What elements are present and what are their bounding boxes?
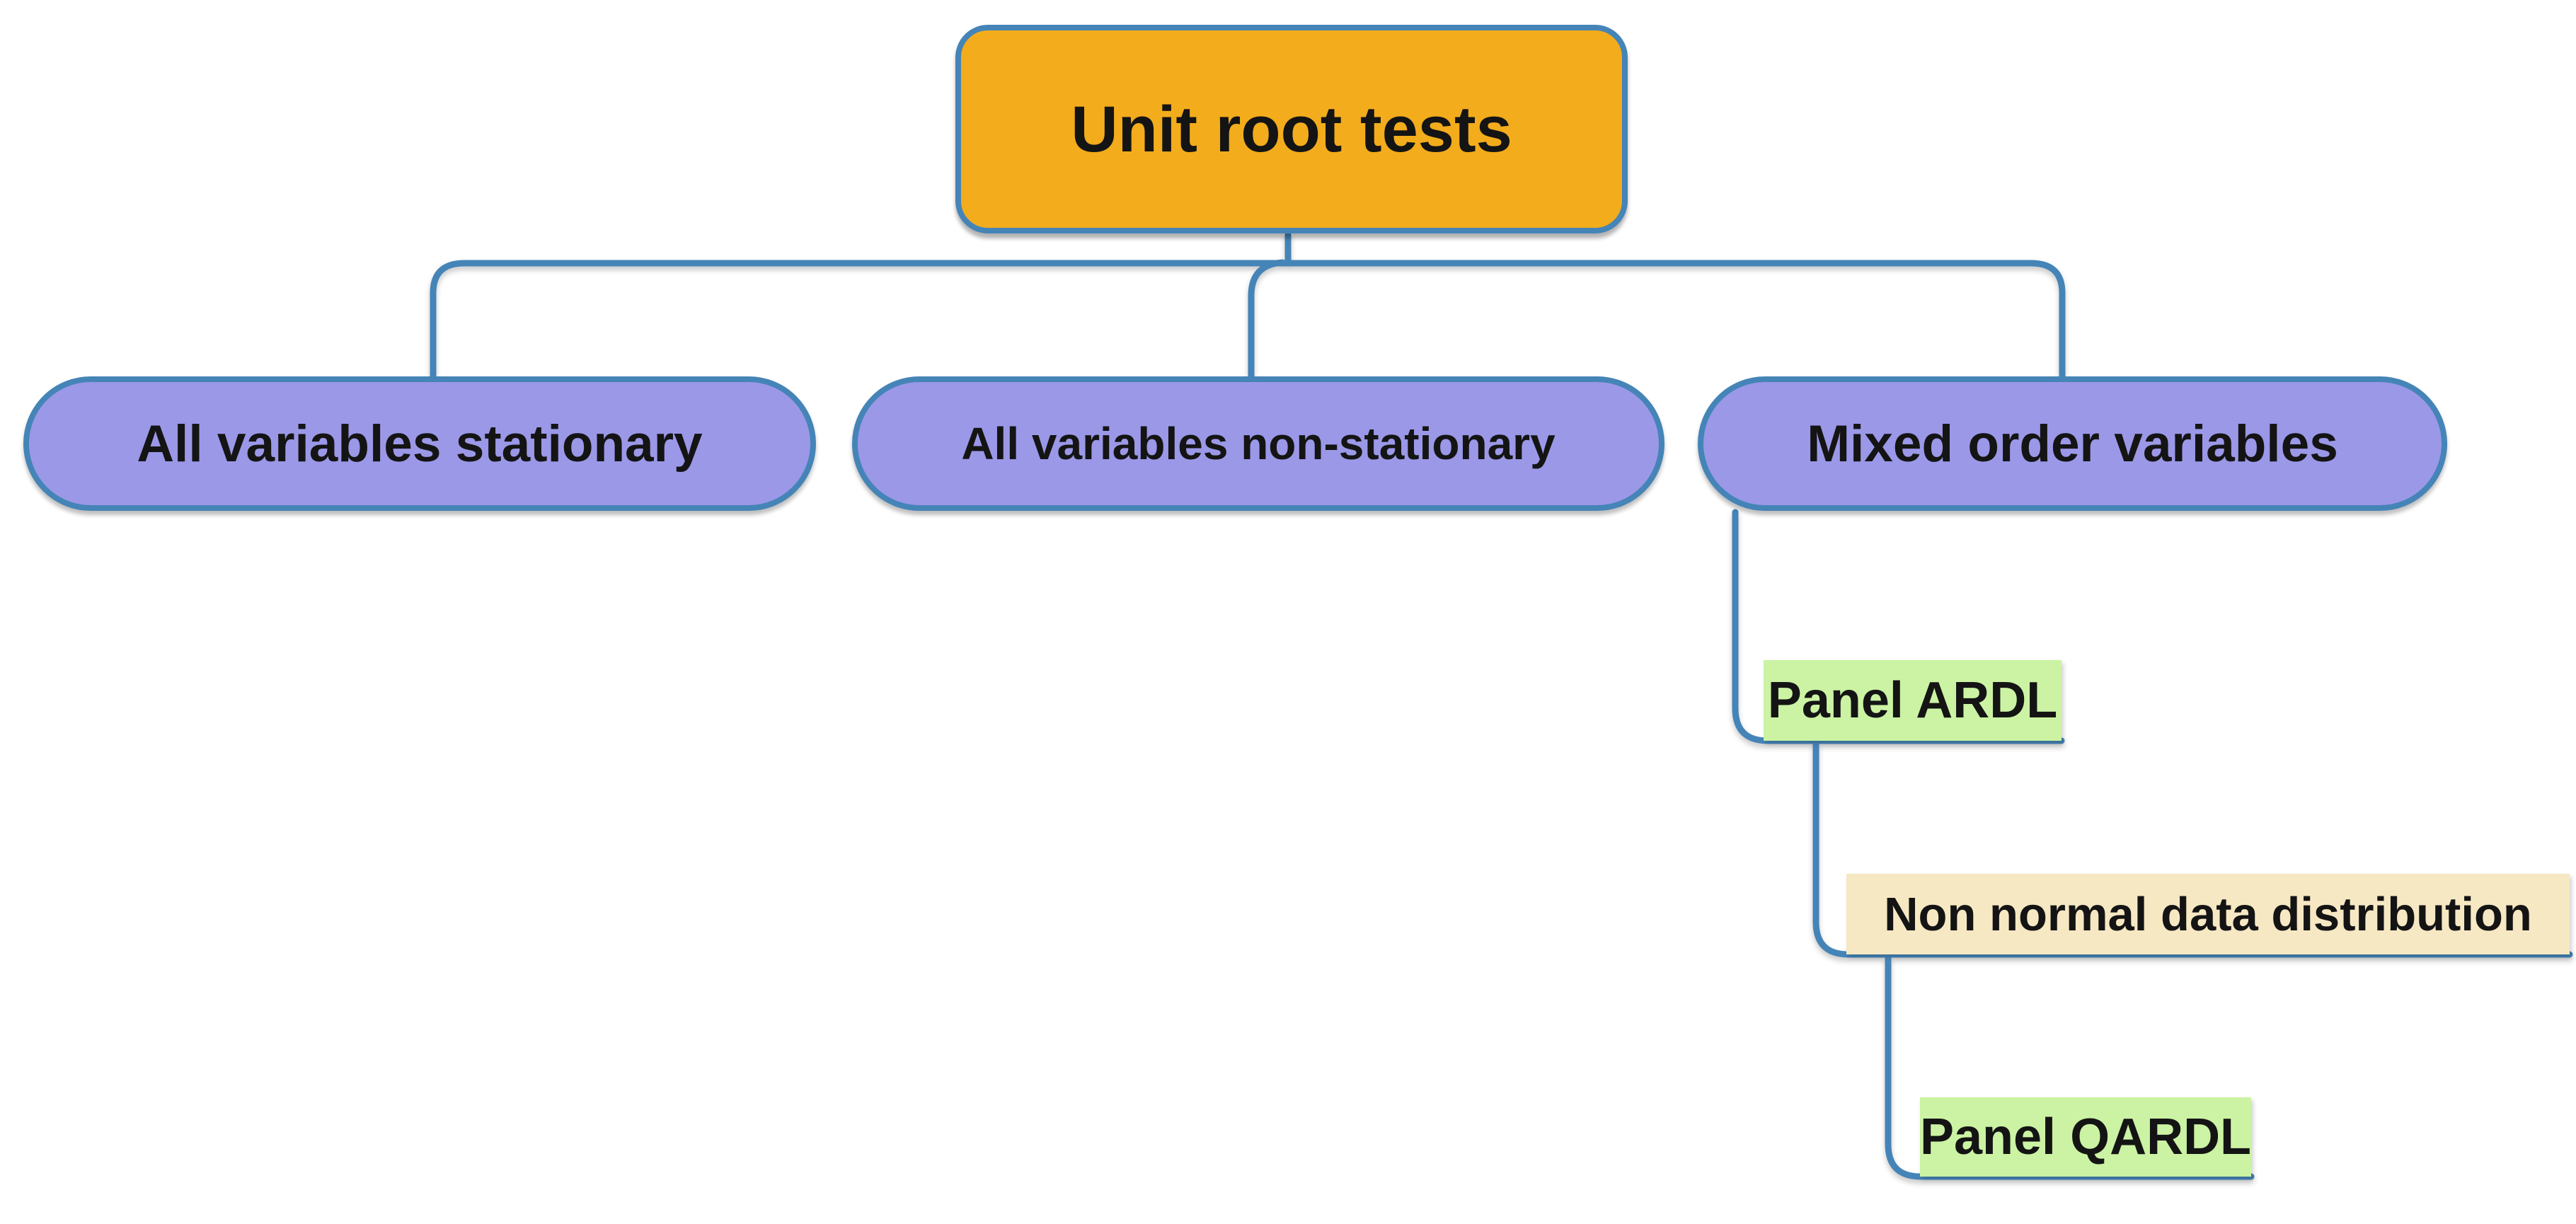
connector-bus bbox=[430, 260, 2066, 386]
node-panel-qardl-label: Panel QARDL bbox=[1919, 1109, 2252, 1165]
node-non-normal-data-distribution-label: Non normal data distribution bbox=[1884, 887, 2532, 941]
node-mixed-order-variables: Mixed order variables bbox=[1698, 376, 2447, 511]
node-panel-ardl: Panel ARDL bbox=[1764, 660, 2062, 741]
node-panel-ardl-label: Panel ARDL bbox=[1767, 672, 2058, 729]
node-panel-qardl: Panel QARDL bbox=[1920, 1097, 2251, 1177]
node-all-variables-non-stationary: All variables non-stationary bbox=[852, 376, 1664, 511]
node-non-normal-data-distribution: Non normal data distribution bbox=[1846, 874, 2570, 954]
node-all-variables-stationary-label: All variables stationary bbox=[137, 415, 703, 473]
node-mixed-order-variables-label: Mixed order variables bbox=[1807, 415, 2338, 473]
node-unit-root-tests: Unit root tests bbox=[955, 25, 1628, 233]
connector-to-panel-qardl bbox=[1885, 951, 2255, 1180]
node-unit-root-tests-label: Unit root tests bbox=[1071, 93, 1512, 166]
connector-middle-drop bbox=[1248, 259, 1286, 386]
node-all-variables-non-stationary-label: All variables non-stationary bbox=[961, 418, 1556, 469]
node-all-variables-stationary: All variables stationary bbox=[23, 376, 816, 511]
